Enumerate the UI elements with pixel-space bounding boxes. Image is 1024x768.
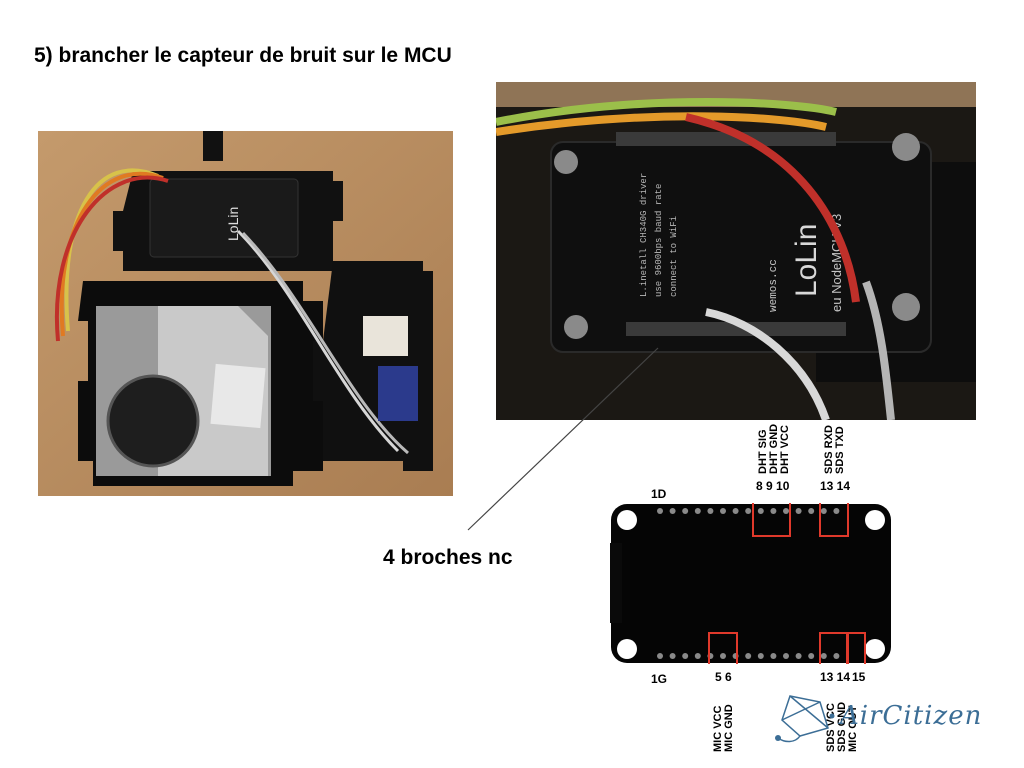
pin-row-top <box>657 508 840 514</box>
bottom-pin-numbers-mic-out: 15 <box>852 670 866 684</box>
aircitizen-logo-icon <box>775 695 835 743</box>
pin-dot <box>694 508 701 514</box>
silkscreen-line1: L.inetall CH340G driver <box>639 173 649 297</box>
pin-dot <box>783 653 789 659</box>
label-sds-txd: SDS TXD <box>834 426 846 474</box>
label-dht-vcc: DHT VCC <box>779 425 791 474</box>
highlight-mic-pins <box>708 632 738 664</box>
pin-dot <box>833 508 840 514</box>
pin-dot <box>682 653 689 659</box>
highlight-sds-top-pins <box>819 503 849 537</box>
highlight-dht-pins <box>752 503 791 537</box>
pin-dot <box>757 653 764 659</box>
pin-dot <box>720 508 726 514</box>
silkscreen-brand: LoLin <box>790 224 823 297</box>
slide-title: 5) brancher le capteur de bruit sur le M… <box>34 44 452 67</box>
pin-dot <box>808 508 815 514</box>
top-pin-numbers-dht: 8 9 10 <box>756 479 790 493</box>
pin-dot <box>682 508 689 514</box>
aircitizen-logo-text: AirCitizen <box>840 701 983 731</box>
pin-dot <box>770 653 777 659</box>
pin-dot <box>720 653 726 659</box>
bottom-row-label: 1G <box>651 672 668 686</box>
pin-dot <box>707 508 714 514</box>
top-pin-numbers-sds: 13 14 <box>820 479 851 493</box>
pin-dot <box>657 653 663 659</box>
photo-closeup-icon: L.inetall CH340G driver use 9600bps baud… <box>496 82 976 420</box>
photo-board-closeup: L.inetall CH340G driver use 9600bps baud… <box>496 82 976 420</box>
silkscreen-line3: connect to WiFi <box>669 216 679 297</box>
bottom-pin-numbers-mic: 5 6 <box>715 670 732 684</box>
pin-dot <box>795 508 802 514</box>
highlight-mic-out-pin <box>846 632 866 664</box>
pin-dot <box>657 508 663 514</box>
pin-row-bottom <box>657 653 840 659</box>
pin-dot <box>820 508 827 514</box>
pin-dot <box>833 653 840 659</box>
callout-label: 4 broches nc <box>383 546 513 569</box>
pin-dot <box>669 653 676 659</box>
pin-dot <box>820 653 827 659</box>
pin-dot <box>757 508 764 514</box>
pin-dot <box>745 653 752 659</box>
bottom-pin-numbers-sds: 13 14 <box>820 670 851 684</box>
photo-assembly-icon: LoLin <box>38 131 453 496</box>
silkscreen-line2: use 9600bps baud rate <box>654 184 664 297</box>
pin-dot <box>732 508 739 514</box>
pin-dot <box>808 653 815 659</box>
label-mic-gnd: MIC GND <box>723 704 735 752</box>
pin-dot <box>770 508 777 514</box>
pin-dot <box>745 508 752 514</box>
pin-dot <box>694 653 701 659</box>
pin-dot <box>795 653 802 659</box>
pin-dot <box>783 508 789 514</box>
photo-assembly: LoLin <box>38 131 453 496</box>
top-row-label: 1D <box>651 487 667 501</box>
pin-dot <box>669 508 676 514</box>
svg-text:LoLin: LoLin <box>225 207 241 241</box>
silkscreen-site: wemos.cc <box>768 259 780 312</box>
board-pinout-diagram <box>610 503 891 664</box>
